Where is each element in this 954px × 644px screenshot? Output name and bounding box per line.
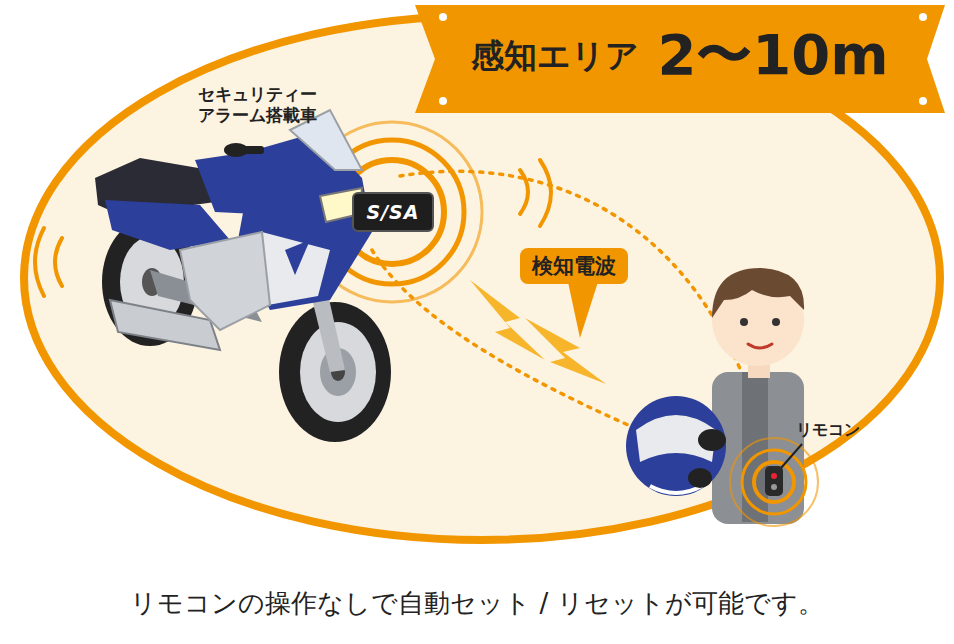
bubble-tail <box>568 282 598 338</box>
unit-logo: S/SA <box>366 201 419 223</box>
lightning-bolts <box>470 280 606 384</box>
alarm-unit: S/SA <box>352 192 434 232</box>
remote <box>730 438 818 526</box>
range-value: 2〜10m <box>657 18 888 94</box>
motorcycle <box>95 110 391 442</box>
remote-label: リモコン <box>796 420 860 441</box>
area-banner: 感知エリア 2〜10m <box>415 5 945 113</box>
rider <box>626 268 804 524</box>
leader-line <box>781 444 802 468</box>
vehicle-label: セキュリティー アラーム搭載車 <box>172 84 342 127</box>
caption: リモコンの操作なしで自動セット / リセットが可能です。 <box>0 586 954 621</box>
bubble-text: 検知電波 <box>532 252 616 280</box>
banner-heading: 感知エリア <box>471 34 639 79</box>
signal-bubble: 検知電波 <box>520 248 628 284</box>
